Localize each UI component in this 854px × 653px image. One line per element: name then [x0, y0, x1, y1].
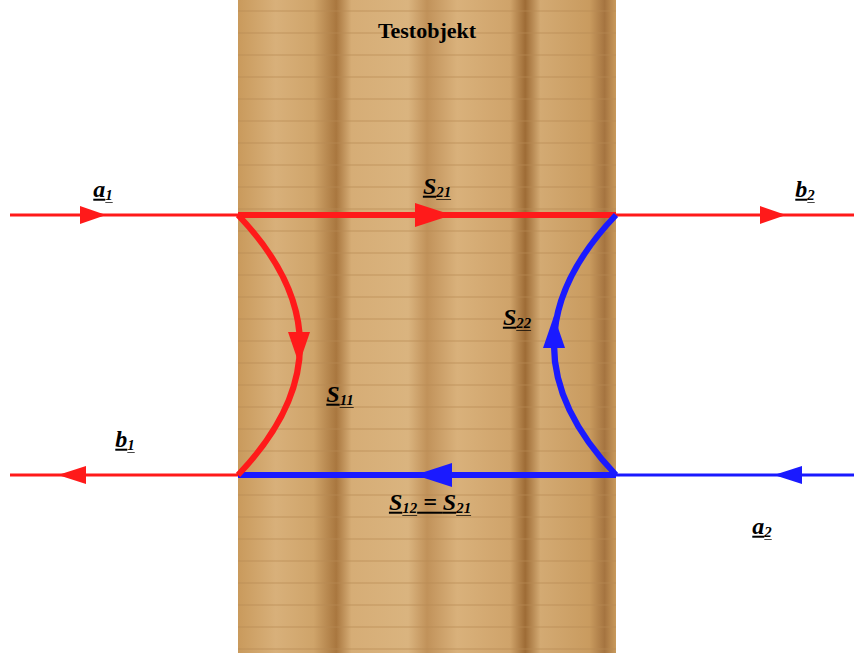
- outgoing-wave-line: [10, 474, 238, 477]
- wave-label: S21: [423, 172, 451, 203]
- incident-wave-line: [616, 474, 854, 477]
- wave-label: S22: [503, 303, 531, 334]
- arrowhead: [543, 316, 565, 348]
- wave-label: S11: [326, 380, 353, 411]
- reflection-branch: [238, 215, 300, 475]
- test-object: Testobjekt: [238, 0, 616, 653]
- wave-label: a2: [752, 512, 771, 543]
- wave-label: b2: [795, 175, 814, 206]
- outgoing-wave-line: [616, 214, 854, 217]
- arrowhead: [58, 466, 86, 484]
- test-object-band: [238, 0, 616, 653]
- arrowhead: [80, 206, 106, 224]
- object-title: Testobjekt: [238, 0, 616, 44]
- arrowhead: [288, 332, 310, 364]
- arrowhead: [415, 203, 452, 227]
- wave-label: b1: [115, 425, 134, 456]
- wave-label: S12 = S21: [389, 488, 471, 519]
- arrowhead: [760, 206, 786, 224]
- arrowhead: [415, 463, 452, 487]
- wave-label: a1: [93, 175, 112, 206]
- arrowhead: [774, 466, 802, 484]
- incident-wave-line: [10, 214, 238, 217]
- band-texture: [238, 0, 616, 653]
